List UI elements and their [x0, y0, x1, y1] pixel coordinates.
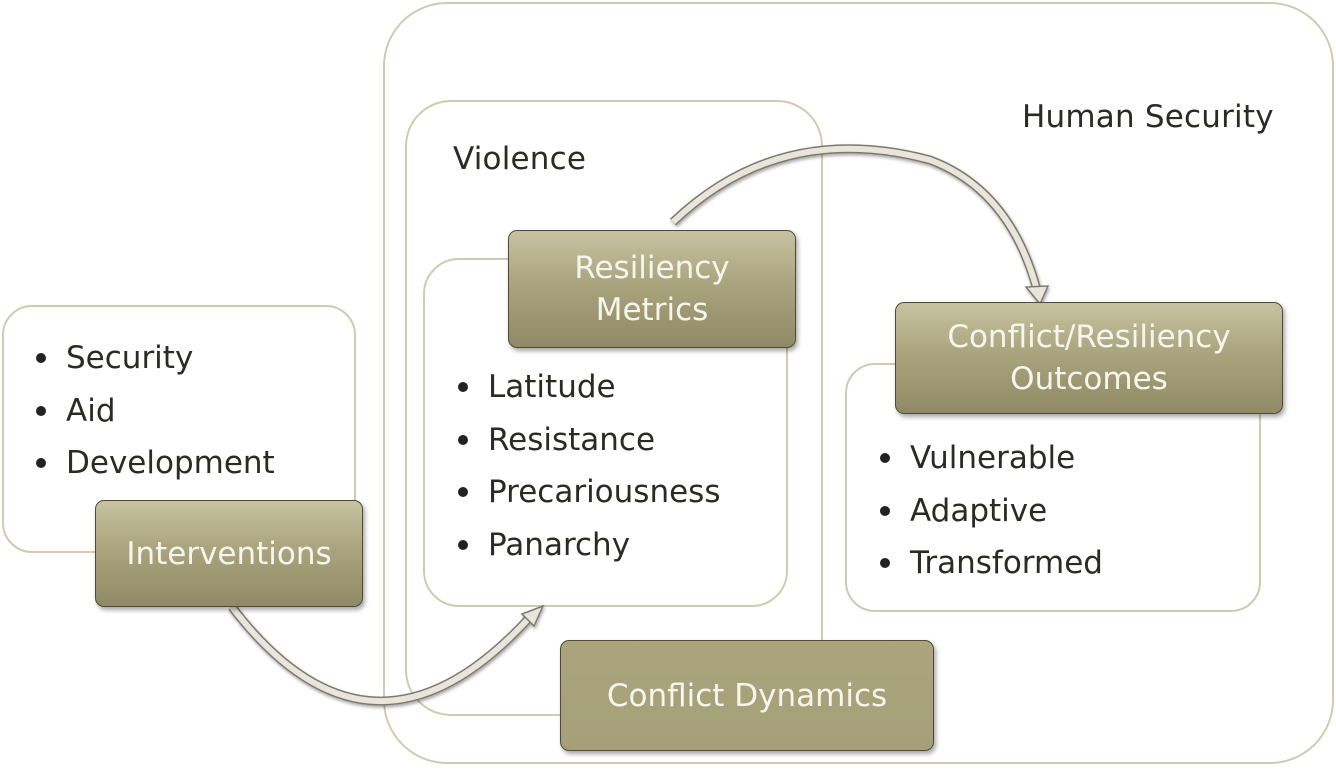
list-item: Security	[34, 332, 275, 385]
list-item: Transformed	[878, 537, 1103, 590]
interventions-items: Security Aid Development	[34, 332, 275, 490]
violence-title: Violence	[453, 141, 587, 177]
outcomes-node: Conflict/Resiliency Outcomes	[895, 302, 1283, 414]
list-item: Resistance	[456, 414, 720, 467]
list-item: Vulnerable	[878, 432, 1103, 485]
bullet-icon	[458, 539, 468, 550]
resiliency-metrics-label-line2: Metrics	[595, 292, 709, 328]
list-item: Development	[34, 437, 275, 490]
list-item: Aid	[34, 385, 275, 438]
conflict-dynamics-node: Conflict Dynamics	[560, 640, 934, 751]
bullet-icon	[458, 487, 468, 498]
bullet-icon	[880, 453, 890, 464]
bullet-icon	[880, 558, 890, 569]
interventions-label: Interventions	[126, 535, 332, 572]
bullet-icon	[458, 382, 468, 393]
outcomes-items: Vulnerable Adaptive Transformed	[878, 432, 1103, 590]
human-security-container	[383, 2, 1334, 764]
resiliency-metrics-label-line1: Resiliency	[574, 250, 730, 286]
bullet-icon	[880, 505, 890, 516]
interventions-node: Interventions	[95, 500, 363, 607]
conflict-dynamics-label: Conflict Dynamics	[606, 677, 888, 714]
list-item: Latitude	[456, 361, 720, 414]
bullet-icon	[36, 405, 46, 416]
bullet-icon	[36, 458, 46, 469]
list-item: Precariousness	[456, 466, 720, 519]
resiliency-metrics-items: Latitude Resistance Precariousness Panar…	[456, 361, 720, 571]
resiliency-metrics-node: Resiliency Metrics	[508, 230, 796, 348]
bullet-icon	[36, 353, 46, 364]
bullet-icon	[458, 434, 468, 445]
human-security-title: Human Security	[1022, 99, 1274, 135]
outcomes-label-line2: Outcomes	[1010, 361, 1168, 397]
list-item: Adaptive	[878, 485, 1103, 538]
outcomes-label-line1: Conflict/Resiliency	[947, 319, 1231, 355]
list-item: Panarchy	[456, 519, 720, 572]
